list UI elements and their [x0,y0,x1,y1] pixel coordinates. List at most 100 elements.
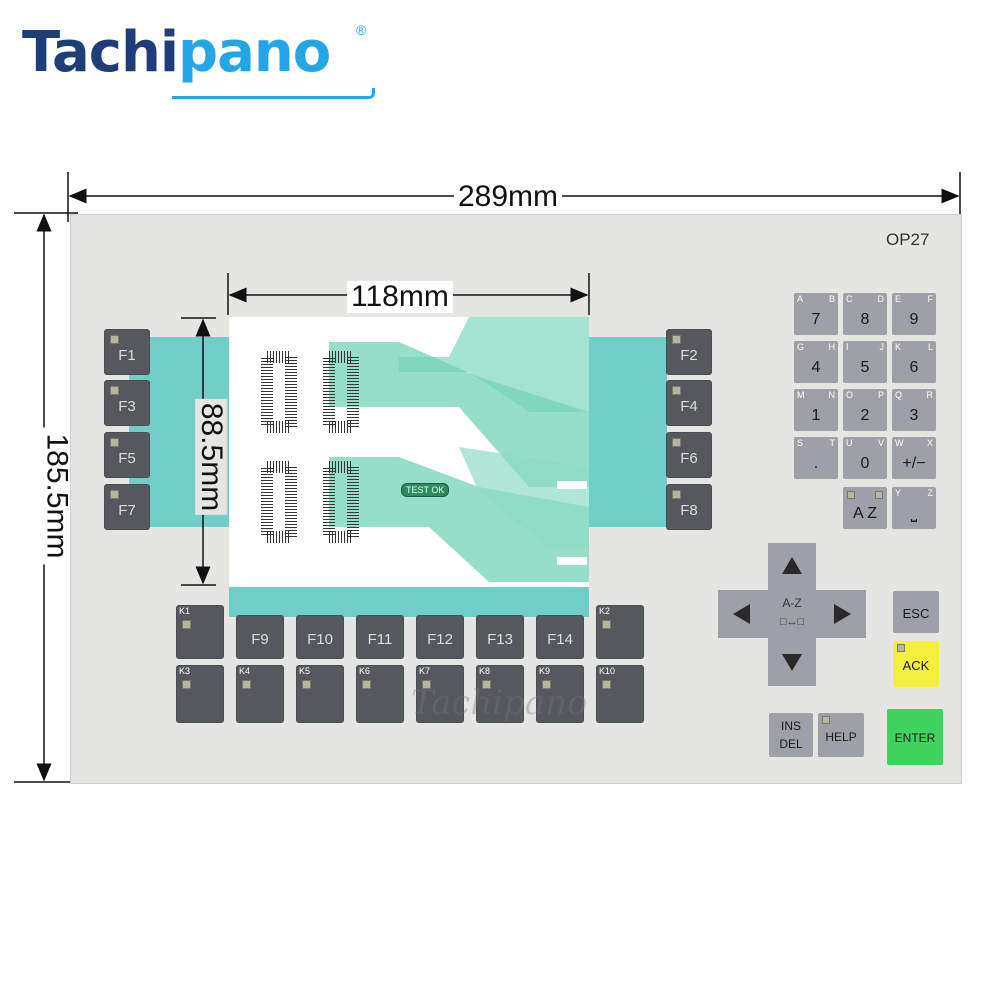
key-label: 4 [811,359,821,376]
key-label: F13 [487,631,513,648]
window-width-label: 118mm [347,281,453,313]
key-label: A Z [852,505,877,522]
key-f3[interactable]: F3 [105,381,149,425]
key-f1[interactable]: F1 [105,330,149,374]
width-label: 289mm [454,181,563,213]
cable-bottom-body [329,457,589,582]
key-k1[interactable]: K1 [177,606,223,658]
key-a-z[interactable]: A Z [843,487,887,529]
key-label: F11 [367,631,393,648]
key-label: K4 [239,666,251,676]
model-label: OP27 [886,230,930,249]
key-help[interactable]: HELP [818,713,864,757]
key-f6[interactable]: F6 [667,433,711,477]
alpha-right: X [926,438,933,448]
key-label: F5 [118,450,136,467]
alpha-left: C [846,294,853,304]
key-label: 0 [860,455,870,472]
key-k4[interactable]: K4 [237,666,283,722]
registered-mark: ® [356,22,367,38]
key-label: K5 [299,666,311,676]
key-arrow-up[interactable] [768,543,816,591]
connector-top-right [323,351,359,433]
key-enter[interactable]: ENTER [887,709,943,765]
key-k10[interactable]: K10 [597,666,643,722]
key-f2[interactable]: F2 [667,330,711,374]
cable-slot-1 [557,481,587,489]
key-label: F6 [680,450,698,467]
key-k6[interactable]: K6 [357,666,403,722]
key-cursor-center[interactable]: A-Z □↔□ [768,590,816,638]
key-label: F4 [680,398,698,415]
alpha-left: A [797,294,804,304]
key-k8[interactable]: K8 [477,666,523,722]
led-icon [672,438,681,447]
arrow-down-icon [782,654,802,671]
key-label: □↔□ [779,616,805,628]
display-window: TEST OK [229,317,589,587]
key-f7[interactable]: F7 [105,485,149,529]
key-arrow-down[interactable] [768,638,816,686]
key-arrow-right[interactable] [816,590,866,638]
key-f11[interactable]: F11 [357,616,403,658]
key-arrow-left[interactable] [718,590,768,638]
key-f13[interactable]: F13 [477,616,523,658]
connector-bottom-left [261,461,297,543]
key-f5[interactable]: F5 [105,433,149,477]
cable-slot-2 [557,557,587,565]
key-k5[interactable]: K5 [297,666,343,722]
key-f12[interactable]: F12 [417,616,463,658]
key-label: K8 [479,666,491,676]
key-k3[interactable]: K3 [177,666,223,722]
key-k2[interactable]: K2 [597,606,643,658]
key-ack[interactable]: ACK [893,641,939,687]
alpha-right: H [828,342,836,352]
led-icon [422,680,431,689]
key-k7[interactable]: K7 [417,666,463,722]
key-ins-del[interactable]: INS DEL [769,713,813,757]
led-icon [875,491,883,499]
key-k9[interactable]: K9 [537,666,583,722]
key-label: K9 [539,666,551,676]
key-f4[interactable]: F4 [667,381,711,425]
key-label: K3 [179,666,191,676]
key-f10[interactable]: F10 [297,616,343,658]
alpha-left: E [895,294,902,304]
key-label: ESC [902,606,930,621]
led-icon [182,620,191,629]
key-f8[interactable]: F8 [667,485,711,529]
key-label: +/− [902,455,926,472]
led-icon [482,680,491,689]
alpha-right: T [829,438,836,448]
key-label: F10 [307,631,333,648]
logo-swoosh [172,88,375,99]
led-icon [110,490,119,499]
key-label: ⎵ [910,505,918,522]
key-esc[interactable]: ESC [893,591,939,633]
key-f14[interactable]: F14 [537,616,583,658]
led-icon [897,644,905,652]
key-f9[interactable]: F9 [237,616,283,658]
arrow-left-icon [733,604,750,624]
led-icon [110,335,119,344]
key-label: HELP [825,730,857,744]
cable-top-body [329,342,589,487]
key-label: F3 [118,398,136,415]
key-label: F14 [547,631,573,648]
alpha-right: Z [927,488,934,498]
key-label: F1 [118,347,136,364]
led-icon [847,491,855,499]
